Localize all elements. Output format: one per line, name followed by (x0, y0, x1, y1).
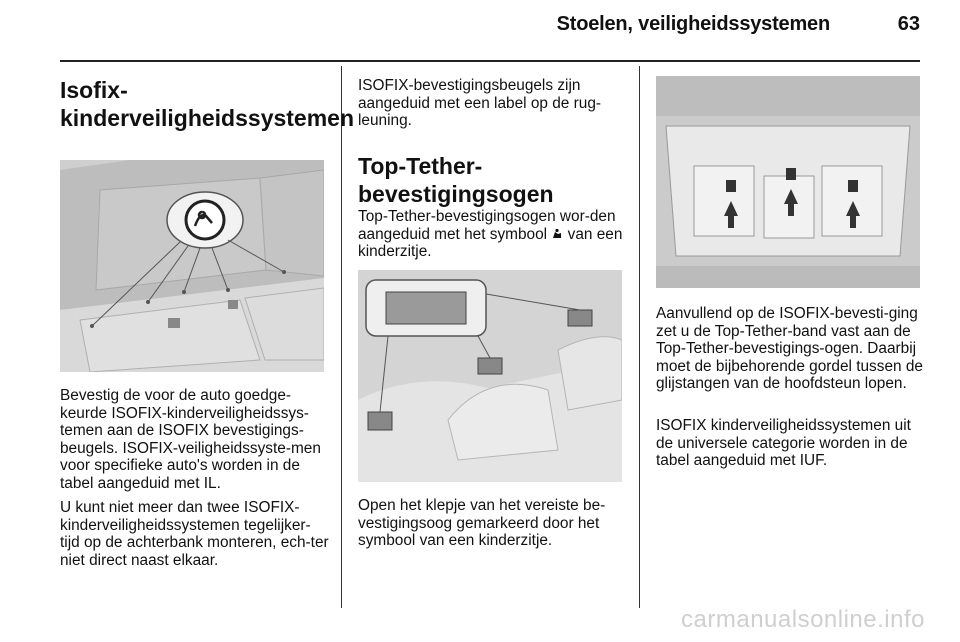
figure-caption: Open het klepje van het vereiste be-vest… (358, 497, 606, 550)
page-number: 63 (897, 13, 920, 35)
trunk-top-tether-illustration (656, 76, 920, 288)
paragraph: Aanvullend op de ISOFIX-bevesti-ging zet… (656, 305, 923, 393)
rear-seat-isofix-illustration (60, 160, 324, 372)
child-seat-icon (551, 227, 563, 239)
heading-line: Top-Tether- (358, 153, 483, 179)
heading-line: Isofix- (60, 77, 128, 103)
section-heading-isofix: Isofix- kinderveiligheidssystemen (60, 76, 354, 132)
column-divider (639, 66, 640, 608)
paragraph: Bevestig de voor de auto goedge-keurde I… (60, 387, 321, 492)
watermark: carmanualsonline.info (681, 606, 925, 633)
paragraph: Top-Tether-bevestigingsogen wor-den aang… (358, 208, 628, 261)
paragraph: ISOFIX kinderveiligheidssystemen uit de … (656, 417, 911, 470)
paragraph: U kunt niet meer dan twee ISOFIX-kinderv… (60, 499, 329, 569)
paragraph-text: van een kinderzitje. (358, 225, 623, 261)
header-title: Stoelen, veiligheidssystemen (556, 13, 831, 35)
paragraph-text: Top-Tether-bevestigingsogen wor-den aang… (358, 208, 616, 243)
section-heading-top-tether: Top-Tether- bevestigingsogen (358, 152, 628, 208)
paragraph: ISOFIX-bevestigingsbeugels zijn aangedui… (358, 77, 602, 130)
column-divider (341, 66, 342, 608)
top-tether-anchor-illustration (358, 270, 622, 482)
header-rule (60, 60, 920, 62)
heading-line: bevestigingsogen (358, 181, 554, 207)
heading-line: kinderveiligheidssystemen (60, 105, 355, 131)
